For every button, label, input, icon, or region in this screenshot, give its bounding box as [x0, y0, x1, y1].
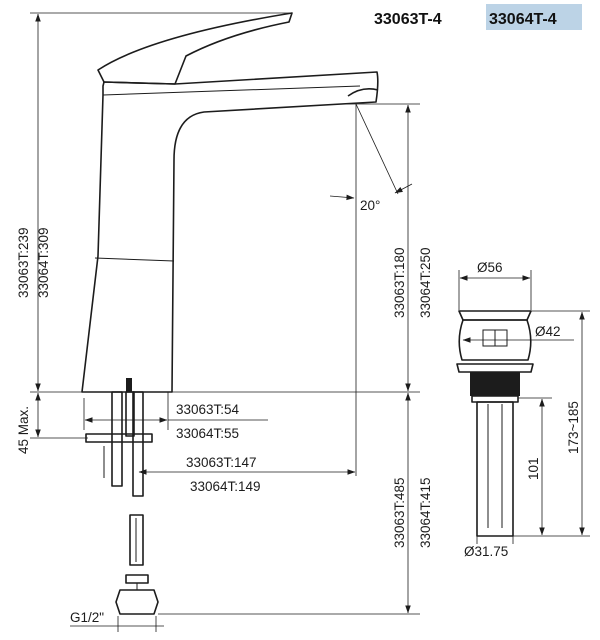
hose-nut-top: [125, 574, 149, 584]
drain-cap: [458, 310, 532, 321]
drain-tail-length: 101: [526, 457, 541, 480]
drain-pipe: [476, 401, 514, 537]
inlet-hose-a: [111, 391, 123, 487]
drain-top-diameter: Ø56: [477, 260, 503, 275]
spout-height-b: 33064T:250: [418, 247, 433, 318]
hose-fitting: [115, 514, 159, 615]
mounting-plate: [85, 433, 153, 443]
hose-length-b: 33064T:415: [418, 477, 433, 548]
reach-b: 33064T:149: [190, 479, 261, 494]
drain-total-range: 173~185: [566, 401, 581, 454]
reach-a: 33063T:147: [186, 455, 257, 470]
aerator-tip: [347, 88, 379, 97]
base-width-b: 33064T:55: [176, 426, 239, 441]
angle-arrow-right: [394, 183, 413, 194]
drain-thread: [470, 372, 520, 396]
faucet-body: [81, 12, 379, 393]
deck-thickness: 45 Max.: [16, 406, 31, 454]
shank-top: [126, 378, 132, 392]
drain-assembly: [456, 310, 534, 537]
model-highlight: [486, 4, 582, 30]
mounting-kit: [85, 378, 153, 497]
drain-pipe-diameter: Ø31.75: [464, 544, 508, 559]
drain-flange: [456, 363, 534, 373]
handle-lever: [97, 12, 293, 85]
total-height-a: 33063T:239: [16, 227, 31, 298]
angle-label: 20°: [360, 198, 380, 213]
spout-height-a: 33063T:180: [392, 247, 407, 318]
model-33064: 33064T-4: [489, 11, 557, 28]
hose-length-a: 33063T:485: [392, 477, 407, 548]
spout-edge: [102, 85, 361, 96]
hose-connector: [129, 514, 144, 566]
model-33063: 33063T-4: [374, 11, 442, 28]
base-width-a: 33063T:54: [176, 402, 240, 417]
hose-nut: [115, 589, 159, 615]
angle-arrow-left: [329, 194, 355, 201]
drain-body-diameter: Ø42: [535, 324, 561, 339]
thread-label: G1/2": [70, 610, 104, 625]
total-height-b: 33064T:309: [36, 227, 51, 298]
spout-body: [81, 71, 379, 393]
drain-body: [458, 319, 532, 361]
drain-nut: [471, 395, 519, 403]
body-joint: [94, 257, 175, 262]
angle-line: [355, 103, 399, 195]
